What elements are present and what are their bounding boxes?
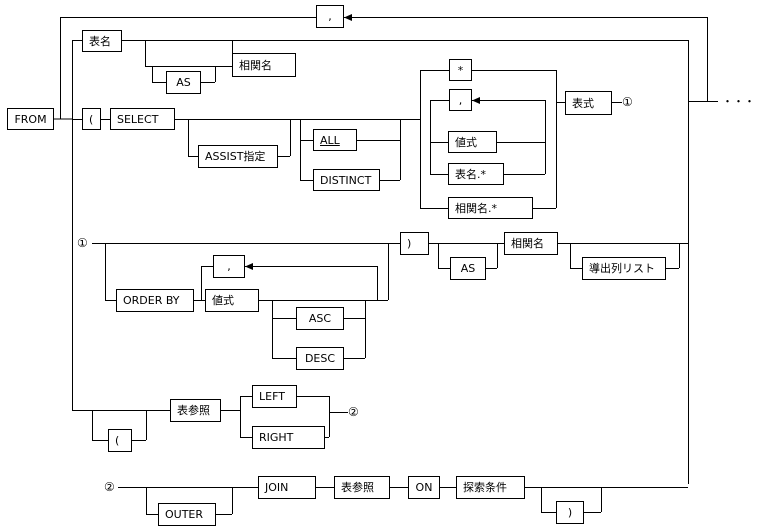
select-keyword: SELECT <box>110 108 175 130</box>
left-box: LEFT <box>252 385 297 408</box>
all-label: ALL <box>320 133 340 147</box>
value-expression-order: 値式 <box>205 289 259 312</box>
derived-column-list-box: 導出列リスト <box>582 257 666 280</box>
asc-box: ASC <box>296 307 344 330</box>
on-box: ON <box>408 476 440 499</box>
search-condition-box: 探索条件 <box>456 476 525 499</box>
table-reference-join: 表参照 <box>334 476 390 499</box>
expression-box: 表式 <box>565 91 612 115</box>
correlation-star-box: 相関名.* <box>448 197 533 219</box>
marker-two-left: ② <box>104 480 115 494</box>
join-box: JOIN <box>258 476 316 499</box>
star-box: * <box>449 59 472 81</box>
assist-box: ASSIST指定 <box>198 145 278 168</box>
distinct-box: DISTINCT <box>313 169 380 191</box>
desc-box: DESC <box>296 347 344 370</box>
table-star-box: 表名.* <box>448 163 504 185</box>
close-paren-join: ) <box>556 501 584 524</box>
outer-box: OUTER <box>158 503 216 526</box>
marker-two-right: ② <box>348 405 359 419</box>
right-box: RIGHT <box>252 426 325 449</box>
comma-select: , <box>449 89 472 111</box>
open-paren-box: ( <box>82 108 101 130</box>
marker-one-right: ① <box>622 95 633 109</box>
order-by-box: ORDER BY <box>116 289 194 312</box>
from-keyword: FROM <box>7 108 54 130</box>
comma-from: , <box>316 5 344 28</box>
close-paren-box: ) <box>400 232 429 255</box>
continuation-marker: ・・・ <box>722 95 755 108</box>
all-box: ALL <box>313 129 357 151</box>
comma-order: , <box>213 255 245 278</box>
marker-one-left: ① <box>77 236 88 250</box>
correlation-name-box-top: 相関名 <box>232 53 296 77</box>
value-expression-box: 値式 <box>448 131 497 153</box>
correlation-name-box-bottom: 相関名 <box>504 232 558 255</box>
as-box-top: AS <box>166 71 201 94</box>
open-paren-join: ( <box>108 429 132 452</box>
table-reference-box: 表参照 <box>170 399 221 422</box>
table-name-box: 表名 <box>82 30 122 52</box>
as-box-bottom: AS <box>450 257 486 280</box>
